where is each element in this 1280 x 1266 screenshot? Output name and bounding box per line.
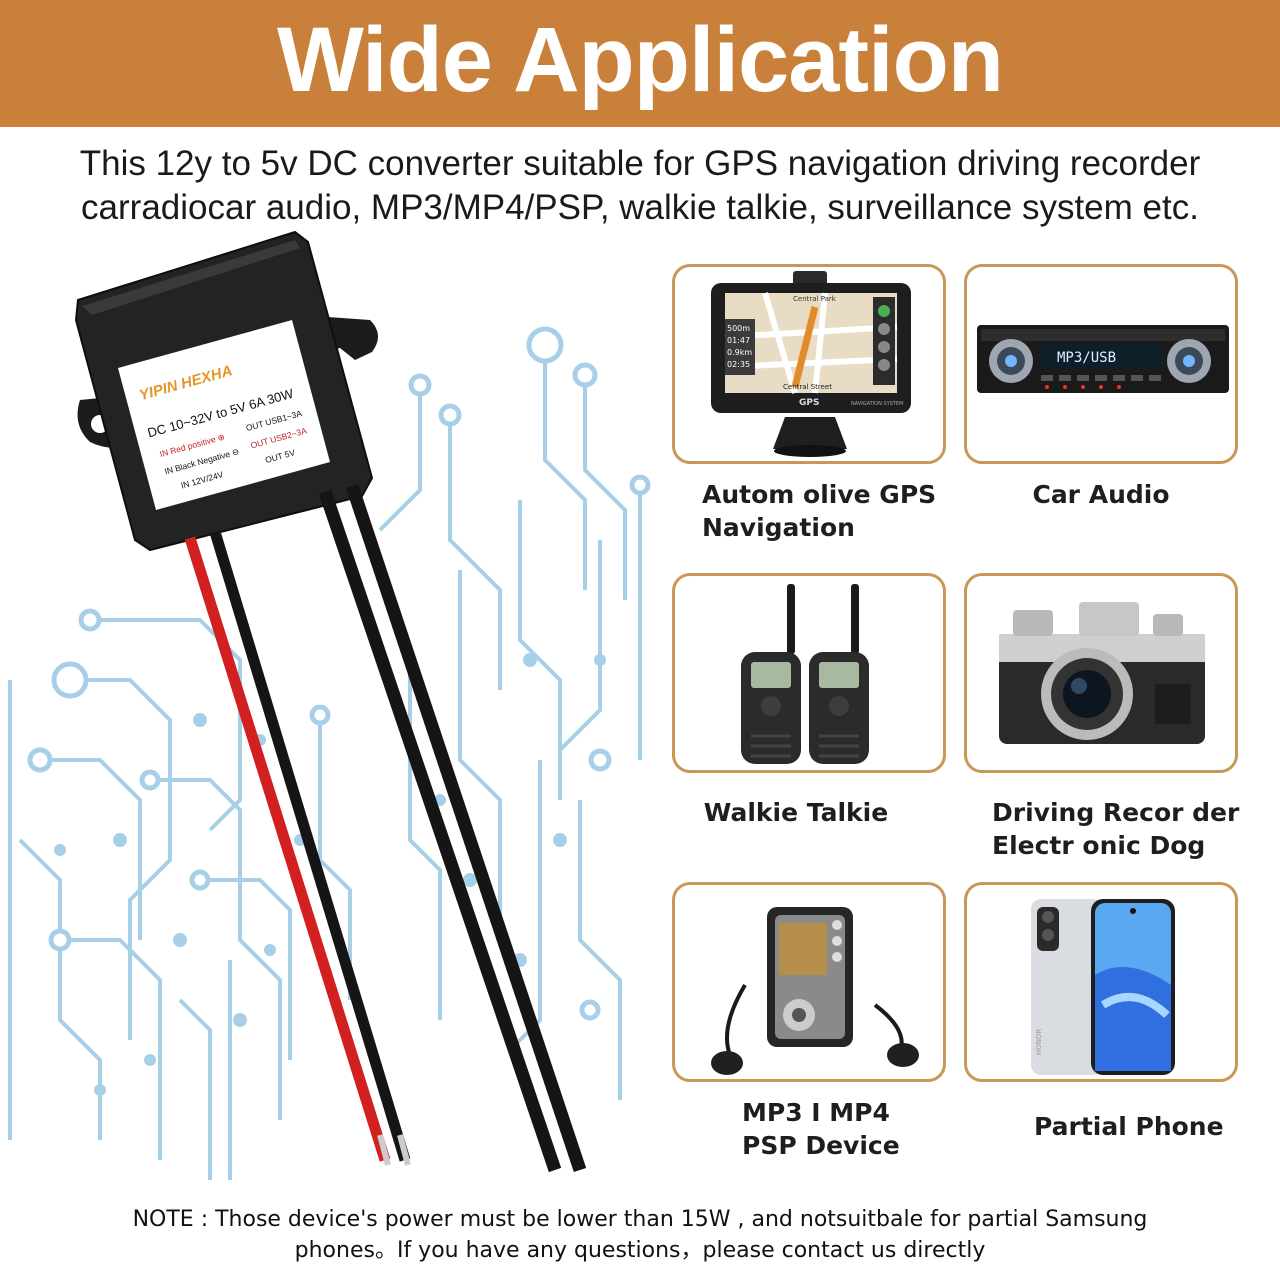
phone-brand: HONOR [1035, 1028, 1043, 1055]
intro-line-2: carradiocar audio, MP3/MP4/PSP, walkie t… [81, 188, 1199, 227]
caption-driving-recorder: Driving Recor der Electr onic Dog [992, 798, 1240, 860]
note-text: NOTE : Those device's power must be lowe… [0, 1204, 1280, 1266]
gps-subtitle: NAVIGATION SYSTEM [851, 401, 903, 407]
gps-distance: 500m [727, 324, 750, 333]
application-card-gps: 500m 01:47 0.9km 02:35 Central Park Cent… [672, 264, 946, 464]
car-radio-icon: MP3/USB [977, 325, 1229, 393]
gps-top-street: Central Park [793, 295, 837, 303]
caption-mp3: MP3 I MP4 PSP Device [742, 1098, 900, 1160]
gps-street: Central Street [783, 383, 832, 391]
note-line-2: phones。If you have any questions，please … [294, 1238, 986, 1263]
application-card-car-audio: MP3/USB [964, 264, 1238, 464]
gps-distance-2: 0.9km [727, 348, 752, 357]
walkie-talkie-icon [741, 584, 869, 764]
caption-car-audio: Car Audio [1032, 480, 1170, 509]
application-card-phone: HONOR [964, 882, 1238, 1082]
header-banner: Wide Application [0, 0, 1280, 127]
gps-time-2: 02:35 [727, 360, 750, 369]
mp3-player-icon [711, 907, 919, 1075]
circuit-background [8, 326, 651, 1180]
radio-display-text: MP3/USB [1057, 350, 1116, 366]
caption-walkie-talkie: Walkie Talkie [703, 798, 889, 827]
note-line-1: NOTE : Those device's power must be lowe… [132, 1207, 1148, 1232]
intro-line-1: This 12y to 5v DC converter suitable for… [79, 144, 1201, 183]
smartphone-icon: HONOR [1031, 899, 1175, 1075]
gps-brand: GPS [799, 398, 819, 408]
caption-gps: Autom olive GPS Navigation [702, 480, 937, 542]
converter-device: YIPIN HEXHA DC 10~32V to 5V 6A 30W IN Re… [74, 230, 587, 1173]
application-card-mp3-player [672, 882, 946, 1082]
caption-phone: Partial Phone [1034, 1112, 1224, 1141]
application-card-walkie-talkie [672, 573, 946, 773]
gps-navigator-icon: 500m 01:47 0.9km 02:35 Central Park Cent… [711, 271, 911, 457]
page-title: Wide Application [277, 8, 1004, 111]
application-card-driving-recorder [964, 573, 1238, 773]
camera-icon [999, 602, 1205, 744]
intro-text: This 12y to 5v DC converter suitable for… [0, 142, 1280, 230]
gps-time-1: 01:47 [727, 336, 750, 345]
